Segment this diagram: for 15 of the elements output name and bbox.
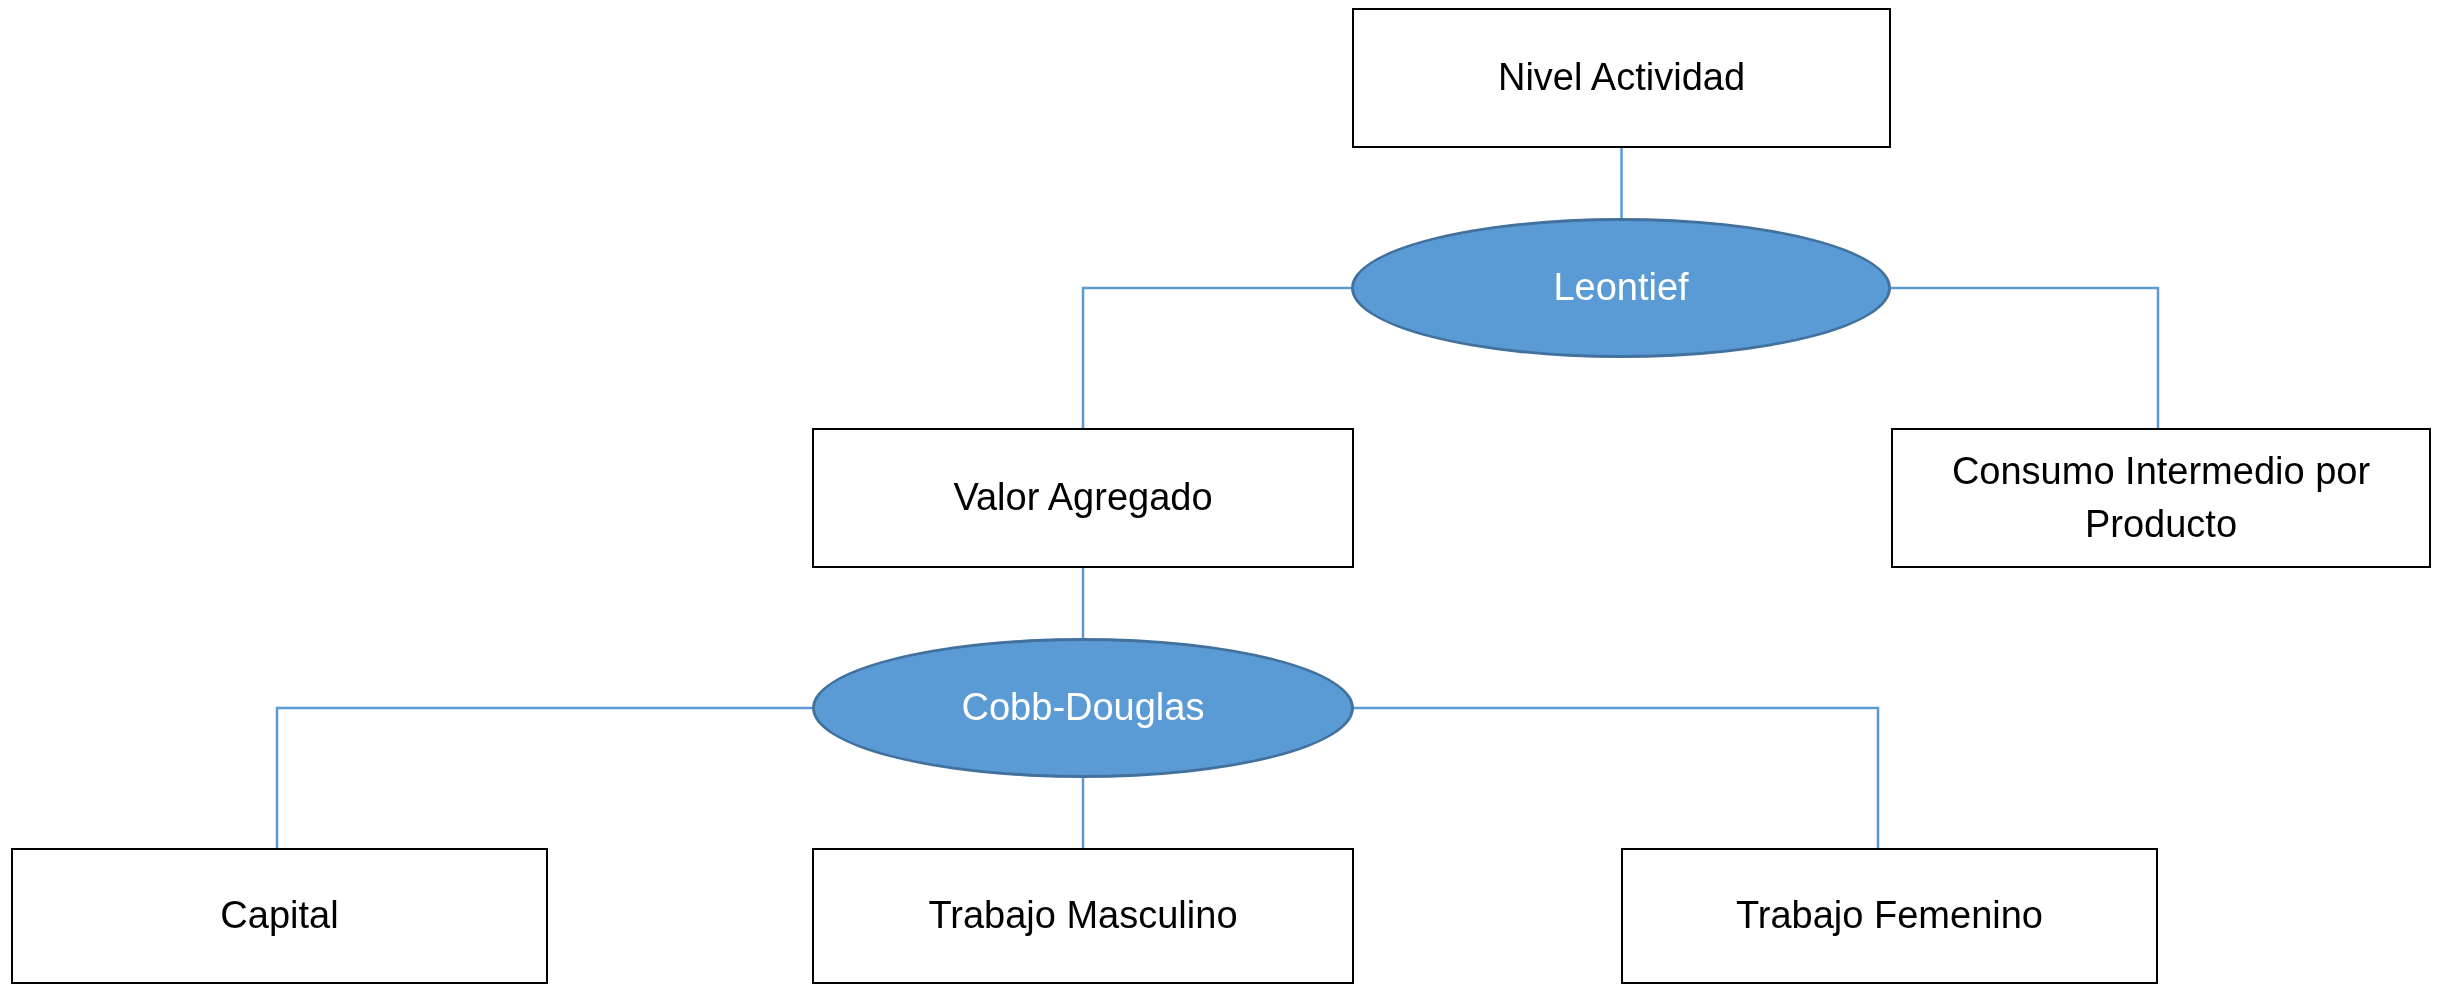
process-box: Capital <box>11 848 548 984</box>
connector-line <box>1081 568 1085 638</box>
process-box: Trabajo Masculino <box>812 848 1354 984</box>
process-box: Nivel Actividad <box>1352 8 1891 148</box>
connector-line <box>1081 286 1351 428</box>
process-box: Trabajo Femenino <box>1621 848 2158 984</box>
connector-line <box>1620 148 1623 218</box>
method-ellipse: Cobb-Douglas <box>812 638 1354 778</box>
process-box: Valor Agregado <box>812 428 1354 568</box>
connector-line <box>1081 778 1085 848</box>
process-box: Consumo Intermedio por Producto <box>1891 428 2431 568</box>
method-ellipse: Leontief <box>1351 218 1891 358</box>
connector-line <box>1354 706 1880 848</box>
connector-line <box>275 706 812 848</box>
connector-line <box>1891 286 2160 428</box>
